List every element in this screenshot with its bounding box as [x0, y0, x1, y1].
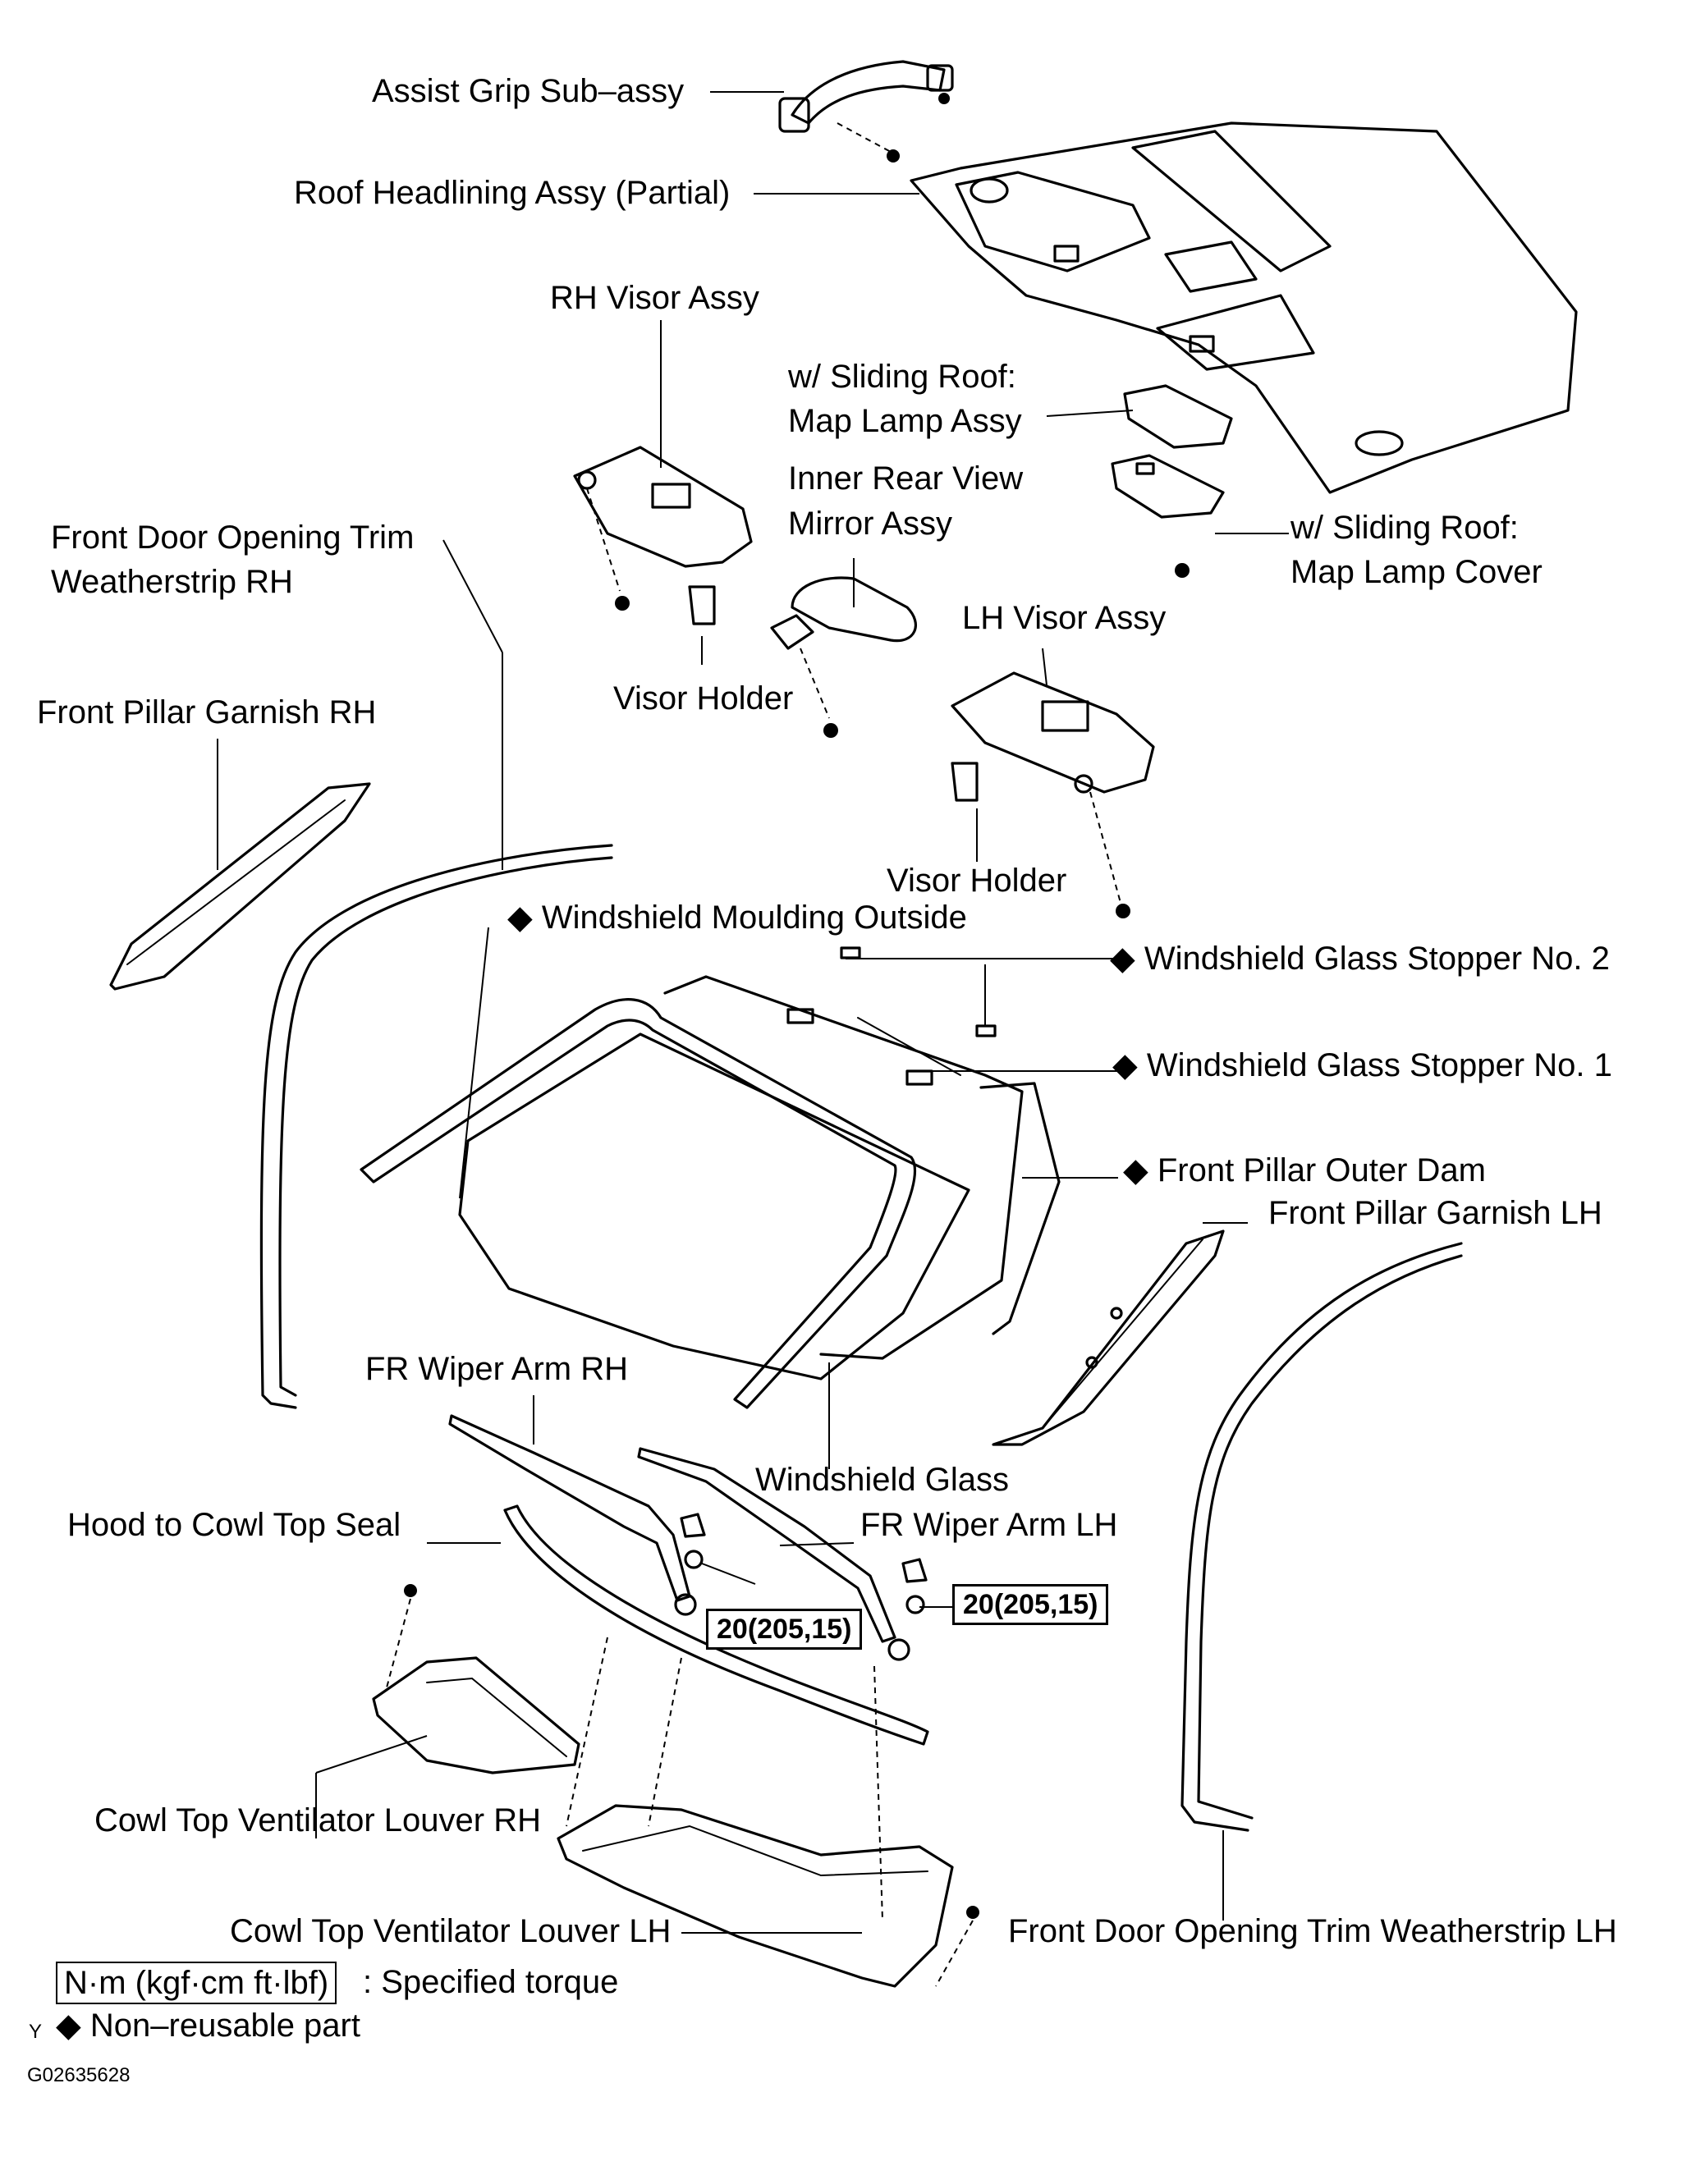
label-fr-wiper-rh: FR Wiper Arm RH [365, 1351, 628, 1387]
inner-mirror-shape [770, 576, 917, 738]
label-front-door-trim-rh-1: Front Door Opening Trim [51, 520, 415, 556]
label-glass-stopper-2: ◆ Windshield Glass Stopper No. 2 [1110, 941, 1610, 977]
label-inner-mirror-2: Mirror Assy [788, 506, 952, 542]
cowl-louver-rh-shape [372, 1584, 580, 1774]
map-lamp-shape [1111, 384, 1233, 578]
label-visor-holder-1: Visor Holder [613, 680, 794, 717]
label-windshield-glass: Windshield Glass [755, 1462, 1010, 1498]
front-door-trim-lh-shape [1180, 1242, 1463, 1832]
leader-lines [217, 91, 1289, 1934]
label-inner-mirror-1: Inner Rear View [788, 460, 1024, 497]
nuts-shape [680, 1513, 928, 1614]
label-cowl-louver-rh: Cowl Top Ventilator Louver RH [94, 1802, 541, 1838]
legend-y-mark: Y [29, 2021, 43, 2043]
torque-spec-lh: 20(205,15) [952, 1584, 1109, 1625]
figure-code: G02635628 [27, 2064, 131, 2086]
legend-torque-box: N·m (kgf·cm ft·lbf) [56, 1962, 337, 2004]
label-map-lamp-cover-2: Map Lamp Cover [1290, 554, 1543, 590]
hood-cowl-seal-shape [503, 1504, 929, 1746]
wiper-arm-rh-shape [448, 1414, 697, 1616]
windshield-glass-shape [458, 975, 1024, 1380]
label-map-lamp-assy-2: Map Lamp Assy [788, 403, 1022, 439]
label-front-pillar-garnish-lh: Front Pillar Garnish LH [1268, 1195, 1602, 1231]
legend-torque-text: : Specified torque [363, 1964, 619, 2000]
rh-visor-shape [573, 446, 753, 625]
label-hood-cowl-seal: Hood to Cowl Top Seal [67, 1507, 401, 1543]
assist-grip-shape [778, 60, 954, 163]
cowl-louver-lh-shape [557, 1804, 979, 1988]
roof-headlining-shape [910, 121, 1578, 494]
label-visor-holder-2: Visor Holder [887, 863, 1067, 899]
lh-visor-shape [951, 671, 1155, 918]
label-front-door-trim-lh: Front Door Opening Trim Weatherstrip LH [1008, 1913, 1617, 1949]
front-door-trim-rh-shape [259, 844, 613, 1409]
label-fr-wiper-lh: FR Wiper Arm LH [860, 1507, 1118, 1543]
assembly-lines [566, 1637, 883, 1921]
legend-nonreusable: ◆ Non–reusable part [56, 2008, 360, 2044]
label-front-door-trim-rh-2: Weatherstrip RH [51, 564, 293, 600]
label-lh-visor: LH Visor Assy [962, 600, 1167, 636]
torque-spec-rh: 20(205,15) [706, 1609, 863, 1650]
front-pillar-garnish-rh-shape [109, 782, 371, 991]
wiper-arm-lh-shape [637, 1447, 910, 1661]
label-map-lamp-assy-1: w/ Sliding Roof: [788, 359, 1016, 395]
label-front-pillar-garnish-rh: Front Pillar Garnish RH [37, 694, 377, 730]
label-windshield-moulding: ◆ Windshield Moulding Outside [507, 900, 967, 936]
label-front-pillar-dam: ◆ Front Pillar Outer Dam [1123, 1152, 1486, 1188]
front-pillar-garnish-lh-shape [992, 1229, 1225, 1446]
label-rh-visor: RH Visor Assy [550, 280, 759, 316]
label-map-lamp-cover-1: w/ Sliding Roof: [1290, 510, 1519, 546]
windshield-moulding-shape [360, 998, 917, 1409]
label-cowl-louver-lh: Cowl Top Ventilator Louver LH [230, 1913, 672, 1949]
label-glass-stopper-1: ◆ Windshield Glass Stopper No. 1 [1112, 1047, 1612, 1083]
front-pillar-dam-shape [979, 1082, 1061, 1335]
label-assist-grip: Assist Grip Sub–assy [372, 73, 685, 109]
label-roof-headlining: Roof Headlining Assy (Partial) [294, 175, 731, 211]
